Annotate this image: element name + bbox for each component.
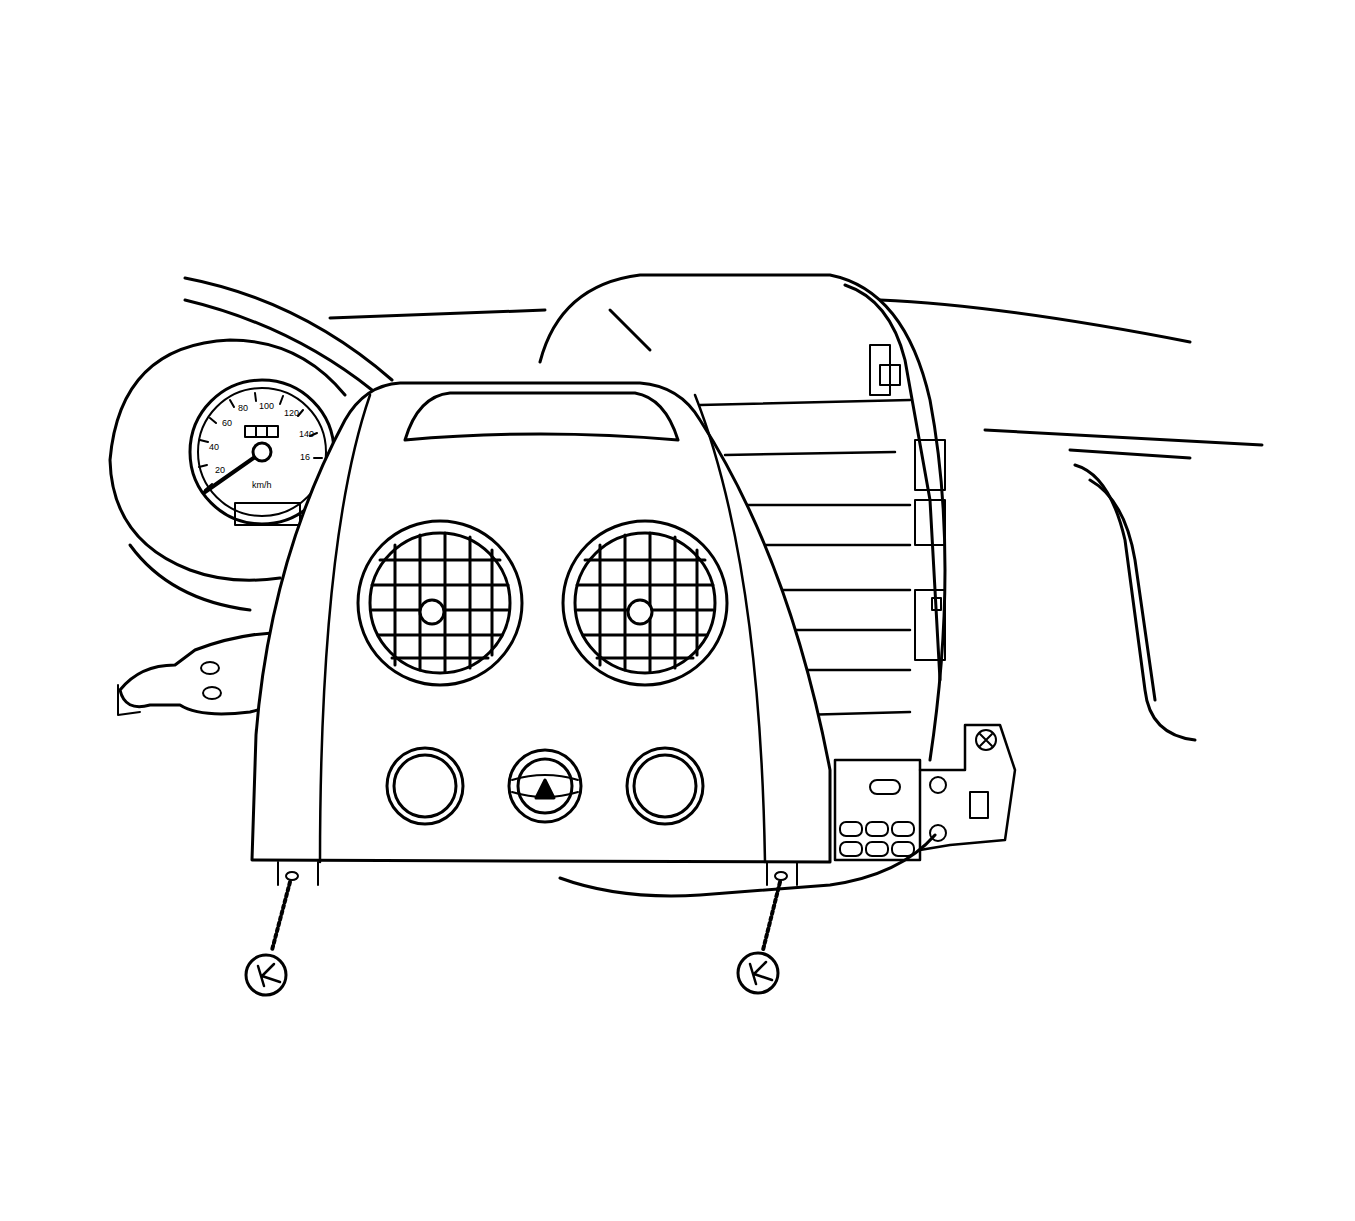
gauge-label: 100 — [259, 402, 274, 411]
vent-louvres — [577, 533, 713, 672]
bracket-slot — [970, 792, 988, 818]
screw-shaft — [763, 882, 780, 950]
hazard-switch — [518, 759, 572, 813]
bolt — [930, 825, 946, 841]
air-vent — [563, 521, 727, 685]
clip — [932, 598, 941, 610]
connector — [892, 822, 914, 836]
clip — [915, 440, 945, 660]
cluster-hood — [130, 545, 250, 610]
dash-contour — [185, 278, 392, 380]
screw-head — [246, 955, 286, 995]
dash-contour — [330, 310, 545, 318]
center-bezel — [252, 383, 830, 862]
hazard-symbol — [536, 780, 554, 798]
connector — [840, 822, 862, 836]
bezel-seam — [320, 395, 765, 862]
dash-hump — [845, 285, 940, 680]
speedometer-dial — [198, 388, 326, 516]
gauge-hub — [253, 443, 271, 461]
bolt — [976, 730, 996, 750]
dash-contour — [985, 430, 1262, 445]
gauge-label: 16 — [300, 453, 310, 462]
stalk — [203, 687, 221, 699]
air-vent — [575, 533, 715, 673]
connector — [892, 842, 914, 856]
hazard-switch — [512, 775, 578, 797]
connector — [866, 842, 888, 856]
connector — [866, 822, 888, 836]
switch — [387, 748, 463, 824]
odometer — [256, 426, 267, 437]
gauge-ticks — [199, 393, 322, 490]
switch — [627, 748, 703, 824]
bolt — [930, 777, 946, 793]
screw-head — [738, 953, 778, 993]
screw-hole — [286, 872, 298, 880]
screw-head — [258, 964, 280, 986]
gauge-label: 20 — [215, 466, 225, 475]
dash-contour — [185, 300, 372, 390]
hazard-switch — [509, 750, 581, 822]
screw-shaft — [272, 882, 290, 950]
bezel-handle — [405, 393, 678, 440]
screw-hole — [775, 872, 787, 880]
gauge-label: km/h — [252, 481, 272, 490]
gauge-label: 120 — [284, 409, 299, 418]
air-vent — [370, 533, 510, 673]
dash-hump — [610, 310, 650, 350]
mount-tab — [278, 862, 797, 885]
bracket — [835, 760, 920, 860]
stalk — [201, 662, 219, 674]
vent-knob — [420, 600, 444, 624]
bracket — [920, 725, 1015, 850]
vent-louvres — [372, 533, 508, 672]
odometer — [245, 426, 278, 437]
connector — [840, 842, 862, 856]
dash-contour — [880, 300, 1190, 342]
air-vent — [358, 521, 522, 685]
switch — [634, 755, 696, 817]
gauge-label: 60 — [222, 419, 232, 428]
switch — [394, 755, 456, 817]
gauge-label: 80 — [238, 404, 248, 413]
bolt — [980, 734, 992, 746]
clip — [870, 345, 900, 395]
dash-contour — [1090, 480, 1155, 700]
warning-window — [235, 503, 300, 525]
gauge-label: 140 — [299, 430, 314, 439]
stalk — [118, 685, 140, 715]
screw-head — [750, 962, 772, 984]
vent-knob — [628, 600, 652, 624]
dash-contour — [1070, 450, 1195, 740]
gauge-label: 40 — [209, 443, 219, 452]
bracket-slot — [870, 780, 900, 794]
